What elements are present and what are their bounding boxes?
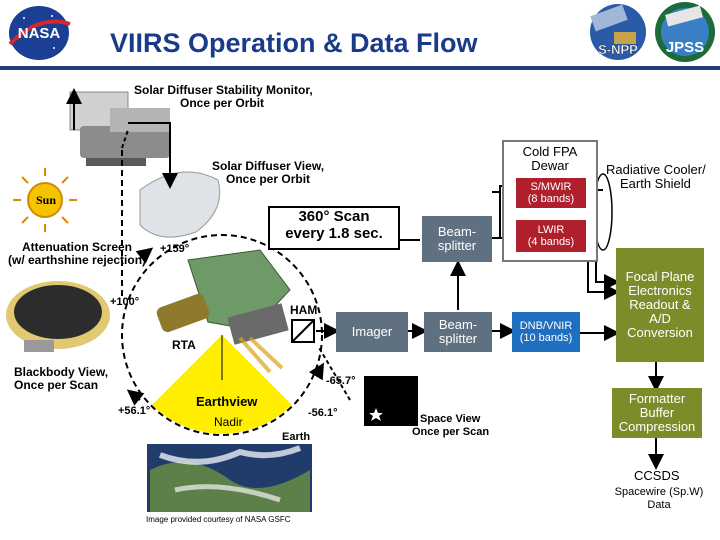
nasa-logo-icon: NASA (8, 6, 71, 60)
dnb-vnir-box: DNB/VNIR (10 bands) (512, 312, 580, 352)
jpss-logo: JPSS (652, 0, 718, 64)
radiative-line1: Radiative Cooler/ (606, 162, 706, 177)
blackbody-line2: Once per Scan (14, 378, 99, 392)
dnb-line1: DNB/VNIR (519, 320, 573, 332)
blackbody-illustration (6, 281, 110, 352)
attenuation-label: Attenuation Screen (w/ earthshine reject… (8, 241, 168, 267)
angle-159-label: +159° (160, 243, 190, 255)
beam2-line2: splitter (438, 331, 478, 346)
fpe-line4: A/D (649, 311, 671, 326)
space-view-icon (364, 376, 418, 426)
lwir-line1: LWIR (537, 224, 565, 236)
imager-box: Imager (336, 312, 408, 352)
fmt-line1: Formatter (628, 391, 686, 406)
spacewire-line2: Data (647, 499, 671, 511)
angle-561n-label: -56.1° (308, 407, 338, 419)
scan-line1: 360° Scan (298, 208, 370, 225)
attenuation-line2: (w/ earthshine rejection) (8, 253, 147, 267)
beam2-line1: Beam- (438, 317, 478, 332)
sdsm-label: Solar Diffuser Stability Monitor, Once p… (134, 84, 334, 110)
lwir-line2: (4 bands) (527, 236, 575, 248)
blackbody-line1: Blackbody View, (14, 365, 109, 379)
sdsm-label-line2: Once per Orbit (180, 96, 265, 110)
angle-561p-label: +56.1° (118, 405, 151, 417)
beamsplitter-lower-box: Beam- splitter (424, 312, 492, 352)
sd-view-line2: Once per Orbit (226, 172, 311, 186)
smwir-line1: S/MWIR (530, 181, 572, 193)
blackbody-label: Blackbody View, Once per Scan (14, 366, 144, 392)
attenuation-line1: Attenuation Screen (22, 240, 133, 254)
fpe-line1: Focal Plane (625, 269, 695, 284)
solar-diffuser-label: Solar Diffuser View, Once per Orbit (212, 160, 352, 186)
fmt-line2: Buffer (639, 405, 675, 420)
scan-line2: every 1.8 sec. (285, 225, 383, 242)
ccsds-label: CCSDS (634, 468, 680, 483)
fpe-line3: Readout & (629, 297, 691, 312)
solar-diffuser-illustration (139, 171, 221, 238)
cold-fpa-line1: Cold FPA (522, 144, 578, 159)
spacewire-line1: Spacewire (Sp.W) (614, 486, 704, 498)
fmt-line3: Compression (618, 419, 696, 434)
formatter-box: Formatter Buffer Compression (612, 388, 702, 438)
earth-image (147, 444, 312, 512)
header-divider (0, 66, 720, 70)
svg-text:JPSS: JPSS (666, 39, 704, 56)
svg-text:NASA: NASA (18, 25, 61, 42)
focal-plane-electronics-box: Focal Plane Electronics Readout & A/D Co… (616, 248, 704, 362)
ham-label: HAM (290, 303, 318, 317)
angle-100-label: +100° (110, 296, 140, 308)
cold-fpa-title: Cold FPA Dewar (504, 145, 596, 173)
space-view-line1: Space View (420, 413, 481, 425)
fpe-line5: Conversion (627, 325, 693, 340)
dnb-line2: (10 bands) (519, 332, 573, 344)
earthview-label: Earthview (196, 394, 258, 409)
smwir-line2: (8 bands) (527, 193, 575, 205)
rta-label: RTA (172, 338, 196, 352)
space-view-label: Space View Once per Scan (412, 413, 522, 439)
snpp-logo: S-NPP (584, 2, 652, 64)
page-title: VIIRS Operation & Data Flow (110, 28, 478, 58)
beamsplitter-upper-box: Beam- splitter (422, 216, 492, 262)
nadir-label: Nadir (214, 415, 243, 429)
sd-view-line1: Solar Diffuser View, (212, 159, 325, 173)
beam1-line1: Beam- (437, 224, 477, 239)
rta-telescope-illustration (156, 249, 291, 374)
earthview-sector (152, 335, 292, 434)
sdsm-label-line1: Solar Diffuser Stability Monitor, (134, 83, 313, 97)
earth-label: Earth (282, 431, 311, 443)
beam1-line2: splitter (437, 238, 477, 253)
smwir-box: S/MWIR (8 bands) (516, 178, 586, 208)
fpe-line2: Electronics (628, 283, 692, 298)
scan-rate-box: 360° Scan every 1.8 sec. (268, 206, 400, 250)
cold-fpa-line2: Dewar (531, 158, 569, 173)
lwir-box: LWIR (4 bands) (516, 220, 586, 252)
space-view-line2: Once per Scan (412, 426, 490, 438)
image-credit: Image provided courtesy of NASA GSFC (146, 515, 291, 524)
ham-mirror (291, 319, 315, 343)
radiative-line2: Earth Shield (620, 176, 691, 191)
angle-657-label: -65.7° (326, 375, 356, 387)
svg-text:S-NPP: S-NPP (598, 42, 638, 57)
spacewire-label: Spacewire (Sp.W) Data (604, 486, 714, 512)
sun-label: Sun (36, 193, 57, 207)
nasa-logo: NASA (4, 4, 74, 62)
sun-icon (13, 168, 77, 232)
radiative-cooler-label: Radiative Cooler/ Earth Shield (606, 163, 718, 191)
